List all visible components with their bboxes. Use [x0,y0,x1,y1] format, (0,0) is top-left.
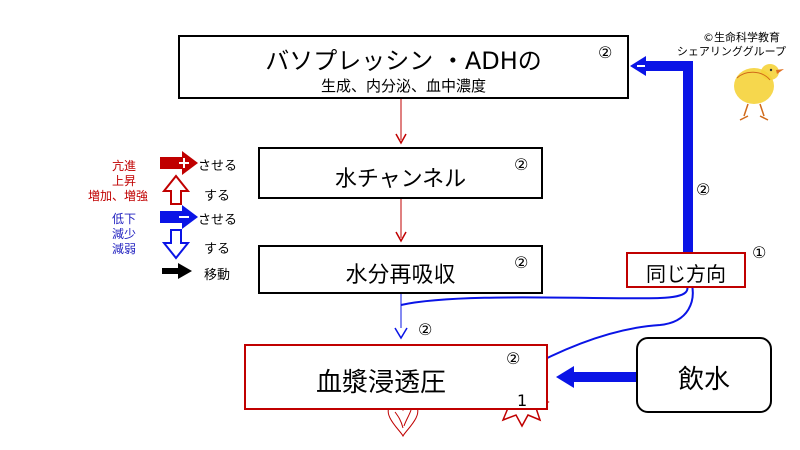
legend-increase-word-3: 増加、増強 [88,189,149,203]
starburst-number: 1 [517,391,528,410]
water-channel-circled-mark: ② [514,155,529,174]
adh-circled-mark: ② [598,43,613,62]
same-direction-title: 同じ方向 [646,262,726,286]
legend-decrease-do: する [204,242,231,257]
legend-increase-word-2: 上昇 [112,174,137,188]
osmotic-pressure-title: 血漿浸透圧 [315,368,446,398]
legend-decrease-word-3: 減弱 [112,242,137,256]
thick-blue-arrow-drink [556,366,640,388]
legend-increase-do: する [204,189,231,204]
legend-increase-make: させる [198,159,238,174]
water-channel-box: 水チャンネル ② [258,147,543,199]
adh-subtitle: 生成、内分泌、血中濃度 [320,77,486,95]
legend-decrease-word-2: 減少 [112,227,137,241]
legend-black-right-arrow-icon [162,263,192,279]
water-channel-title: 水チャンネル [334,167,467,192]
legend-decrease-word-1: 低下 [112,212,137,226]
red-arrow-channel-to-reabsorption [395,198,407,243]
legend-blue-right-arrow-icon [160,205,198,229]
reabsorption-title: 水分再吸収 [345,263,456,288]
legend-decrease-make: させる [198,213,238,228]
same-direction-circled-mark: ① [752,243,767,262]
legend-move: 移動 [204,268,231,283]
copyright-line1: ©生命科学教育 [703,31,780,44]
adh-box: バソプレッシン ・ADHの 生成、内分泌、血中濃度 ② [178,35,629,99]
legend-red-up-arrow-icon [161,174,191,205]
blue-curve-upper [400,279,689,306]
red-arrow-adh-to-channel [395,98,407,145]
thick-blue-arrow-feedback [630,56,693,252]
blue-arrow-reabsorption-to-osmotic [394,293,408,340]
drink-title: 飲水 [677,365,730,395]
same-direction-box: 同じ方向 [626,252,746,288]
legend-increase-word-1: 亢進 [112,159,137,173]
osmotic-pressure-box: 血漿浸透圧 [244,344,548,410]
adh-title: バソプレッシン ・ADHの [265,47,542,75]
blue-curve-lower [519,284,694,373]
drink-box: 飲水 [636,337,772,413]
copyright-line2: シェアリンググループ [676,45,786,58]
reabsorption-circled-mark: ② [514,253,529,272]
chick-mascot-icon [734,64,784,121]
reabsorption-box: 水分再吸収 ② [258,245,543,294]
legend-blue-down-arrow-icon [161,229,191,260]
dotted-arrow-circled-mark: ② [506,349,521,368]
feedback-arrow-circled-mark: ② [696,180,711,199]
reabsorption-arrow-circled-mark: ② [418,320,433,339]
legend-red-right-arrow-icon [160,151,198,175]
